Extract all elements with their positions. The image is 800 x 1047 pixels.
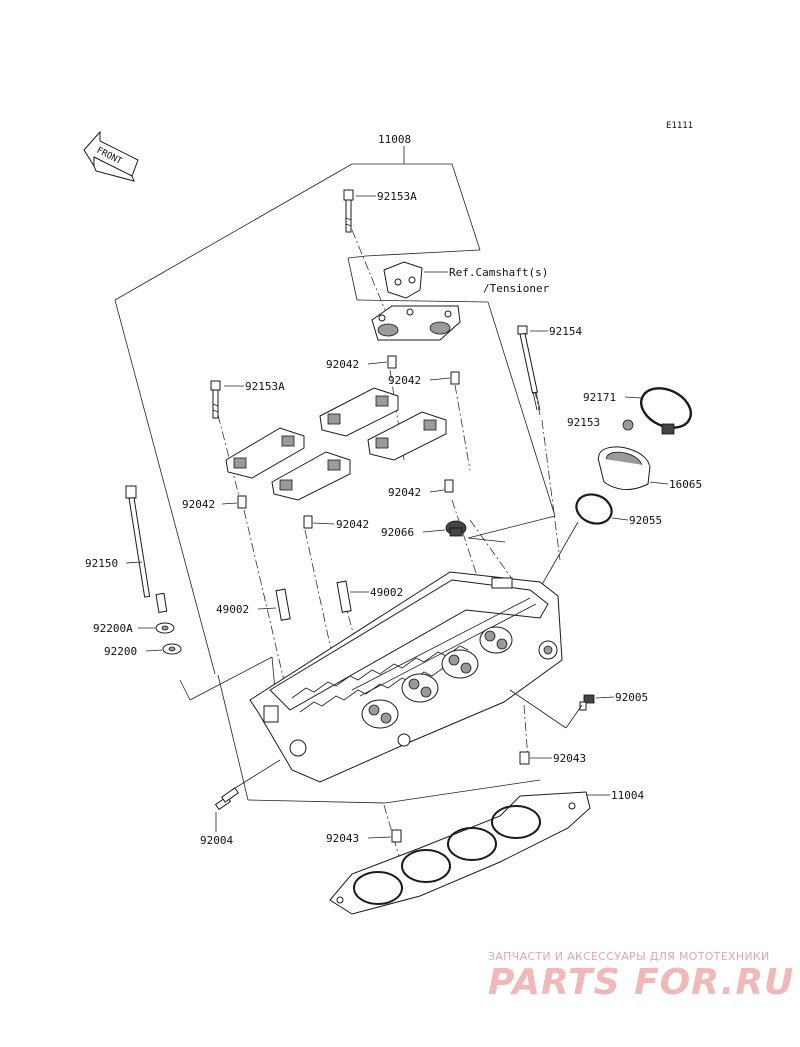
label-92153: 92153 xyxy=(567,416,600,429)
screw-92153 xyxy=(622,419,634,431)
label-49002-b: 49002 xyxy=(370,586,403,599)
bolt-92153a-top xyxy=(343,189,354,233)
bolt-92154 xyxy=(517,325,541,411)
valve-guide-49002-b xyxy=(336,580,352,613)
washer-92200 xyxy=(162,643,182,655)
washer-92200a xyxy=(155,622,175,634)
front-arrow-icon: FRONT xyxy=(83,130,139,182)
label-49002-a: 49002 xyxy=(216,603,249,616)
clamp-92171 xyxy=(640,387,692,435)
cam-cap-2 xyxy=(319,387,399,437)
label-92171: 92171 xyxy=(583,391,616,404)
combustion-chamber-4 xyxy=(479,626,513,654)
label-92154: 92154 xyxy=(549,325,582,338)
label-92043-a: 92043 xyxy=(553,752,586,765)
ref-camshaft-label: Ref.Camshaft(s) xyxy=(449,266,548,279)
dowel-92042-a xyxy=(387,355,397,369)
sensor-92005 xyxy=(579,694,595,711)
label-92042-c: 92042 xyxy=(388,486,421,499)
label-92153a-mid: 92153A xyxy=(245,380,285,393)
combustion-chamber-2 xyxy=(401,673,439,703)
oring-92055 xyxy=(575,493,613,525)
head-gasket-11004 xyxy=(329,791,591,915)
label-92153a-top: 92153A xyxy=(377,190,417,203)
combustion-chamber-3 xyxy=(441,649,479,679)
bolt-92153a-mid xyxy=(210,380,221,419)
label-92043-b: 92043 xyxy=(326,832,359,845)
camshaft-bracket xyxy=(383,261,423,299)
watermark-logo[interactable]: PARTS FOR.RU xyxy=(488,962,795,1003)
holder-16065 xyxy=(597,446,651,490)
diagram-code: E1111 xyxy=(666,121,693,131)
dowel-92043-b xyxy=(391,829,402,843)
label-92005: 92005 xyxy=(615,691,648,704)
cam-cap-4 xyxy=(367,411,447,461)
label-92055: 92055 xyxy=(629,514,662,527)
dowel-92042-b xyxy=(450,371,460,385)
combustion-chamber-1 xyxy=(361,699,399,729)
dowel-92042-d xyxy=(237,495,247,509)
label-92200: 92200 xyxy=(104,645,137,658)
watermark-tagline: ЗАПЧАСТИ И АКСЕССУАРЫ ДЛЯ МОТОТЕХНИКИ xyxy=(488,950,770,963)
assembly-frame xyxy=(114,146,556,804)
cylinder-head xyxy=(249,571,563,783)
label-16065: 16065 xyxy=(669,478,702,491)
label-92042-a: 92042 xyxy=(326,358,359,371)
label-92042-d: 92042 xyxy=(182,498,215,511)
cam-cap-1 xyxy=(225,427,305,479)
label-92066: 92066 xyxy=(381,526,414,539)
stud-92150 xyxy=(125,485,168,613)
label-11004: 11004 xyxy=(611,789,644,802)
label-92042-e: 92042 xyxy=(336,518,369,531)
label-92200a: 92200A xyxy=(93,622,133,635)
cam-cap-top xyxy=(371,305,461,341)
label-92150: 92150 xyxy=(85,557,118,570)
valve-guide-49002-a xyxy=(275,588,291,621)
ref-tensioner-label: /Tensioner xyxy=(483,282,550,295)
dowel-92043-a xyxy=(519,751,530,765)
stud-92004 xyxy=(214,787,239,811)
cam-cap-3 xyxy=(271,451,351,501)
label-11008: 11008 xyxy=(378,133,411,146)
label-92004: 92004 xyxy=(200,834,233,847)
label-92042-b: 92042 xyxy=(388,374,421,387)
dowel-92042-c xyxy=(444,479,454,493)
dowel-92042-e xyxy=(303,515,313,529)
plug-92066 xyxy=(445,520,467,537)
